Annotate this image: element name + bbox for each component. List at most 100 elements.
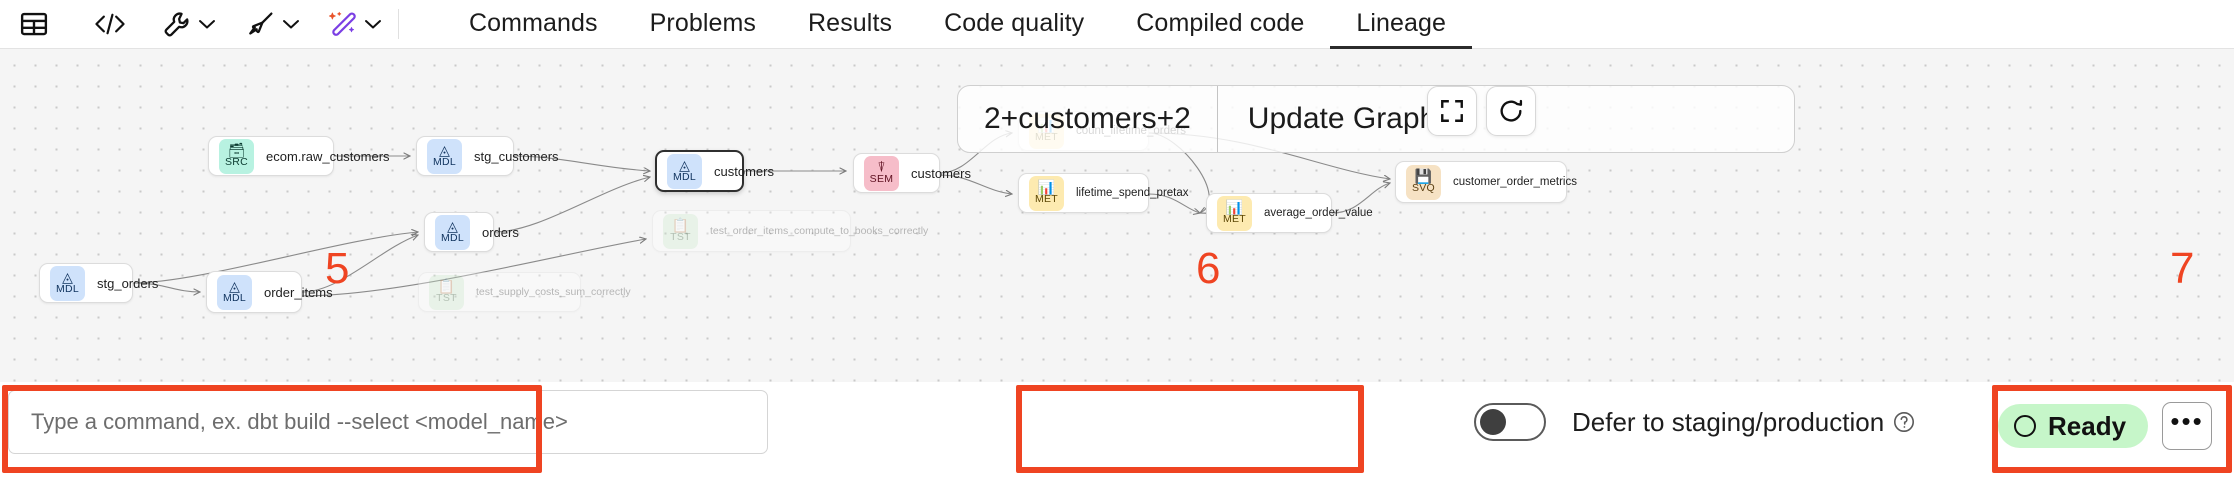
wrench-icon[interactable] bbox=[156, 4, 196, 44]
lineage-canvas[interactable]: 🗃 SRC ecom.raw_customers ◬ MDL stg_custo… bbox=[0, 49, 2234, 382]
chevron-down-icon[interactable] bbox=[362, 13, 384, 35]
share-nodes-icon: ⍒ bbox=[877, 159, 886, 175]
status-area: Ready ••• bbox=[1998, 402, 2213, 450]
node-type-tag: MDL bbox=[440, 232, 465, 244]
annotation-number-7: 7 bbox=[2170, 244, 2195, 293]
tab-code-quality[interactable]: Code quality bbox=[944, 8, 1085, 37]
toggle-knob bbox=[1480, 409, 1506, 435]
cube-icon: ◬ bbox=[62, 269, 73, 285]
code-icon[interactable] bbox=[90, 4, 130, 44]
node-label: lifetime_spend_pretax bbox=[1076, 187, 1189, 199]
node-type-tag: MDL bbox=[672, 171, 697, 183]
source-badge-icon: 🗃 SRC bbox=[219, 138, 254, 174]
node-label: ecom.raw_customers bbox=[266, 148, 390, 164]
metric-badge-icon: 📊 MET bbox=[1029, 175, 1064, 211]
save-icon: 💾 bbox=[1414, 168, 1433, 184]
bottom-command-bar: Defer to staging/production Ready ••• bbox=[0, 382, 2234, 478]
lineage-node[interactable]: 💾 SVQ customer_order_metrics bbox=[1395, 161, 1577, 203]
metric-badge-icon: 📊 MET bbox=[1217, 195, 1252, 231]
node-type-tag: MDL bbox=[432, 156, 457, 168]
ellipsis-icon: ••• bbox=[2170, 405, 2204, 436]
panel-divider bbox=[1216, 86, 1218, 152]
tab-results[interactable]: Results bbox=[808, 8, 893, 37]
node-label: customers bbox=[911, 165, 971, 181]
top-toolbar: Commands Problems Results Code quality C… bbox=[0, 0, 2234, 49]
lineage-node-selected[interactable]: ◬ MDL customers bbox=[655, 150, 774, 192]
defer-toggle[interactable] bbox=[1474, 403, 1546, 441]
lineage-node[interactable]: ◬ MDL orders bbox=[424, 212, 519, 252]
lineage-node[interactable]: 📊 MET lifetime_spend_pretax bbox=[1018, 173, 1189, 213]
lineage-node-test[interactable]: 📋 TST test_order_items_compute_to_books_… bbox=[652, 210, 928, 252]
model-badge-icon: ◬ MDL bbox=[50, 265, 85, 301]
annotation-number-5: 5 bbox=[325, 244, 350, 293]
test-badge-icon: 📋 TST bbox=[429, 274, 464, 310]
lineage-node-test[interactable]: 📋 TST test_supply_costs_sum_correctly bbox=[418, 272, 631, 312]
lineage-node[interactable]: 🗃 SRC ecom.raw_customers bbox=[208, 136, 390, 176]
lineage-node[interactable]: ◬ MDL stg_customers bbox=[416, 136, 559, 176]
format-menu[interactable] bbox=[240, 4, 302, 44]
lineage-node[interactable]: ⍒ SEM customers bbox=[853, 153, 971, 193]
node-type-tag: SEM bbox=[869, 173, 894, 185]
cube-icon: ◬ bbox=[447, 218, 458, 234]
cube-icon: ◬ bbox=[679, 157, 690, 173]
node-type-tag: SRC bbox=[224, 156, 249, 168]
cube-icon: ◬ bbox=[229, 278, 240, 294]
fullscreen-button[interactable] bbox=[1427, 86, 1477, 136]
wrench-menu[interactable] bbox=[156, 4, 218, 44]
tab-compiled-code[interactable]: Compiled code bbox=[1136, 8, 1305, 37]
refresh-button[interactable] bbox=[1486, 86, 1536, 136]
tab-lineage[interactable]: Lineage bbox=[1330, 0, 1473, 49]
bar-chart-icon: 📊 bbox=[1037, 179, 1056, 195]
node-type-tag: TST bbox=[436, 292, 457, 304]
graph-selector-panel[interactable]: 2+customers+2 Update Graph bbox=[957, 85, 1795, 153]
clipboard-check-icon: 📋 bbox=[671, 217, 690, 233]
database-icon: 🗃 bbox=[227, 142, 246, 158]
status-badge[interactable]: Ready bbox=[1998, 404, 2149, 448]
command-input[interactable] bbox=[8, 390, 768, 454]
tab-commands[interactable]: Commands bbox=[469, 8, 598, 37]
update-graph-button[interactable]: Update Graph bbox=[1247, 102, 1437, 135]
node-label: test_supply_costs_sum_correctly bbox=[476, 286, 631, 298]
node-label: test_order_items_compute_to_books_correc… bbox=[710, 225, 929, 237]
node-type-tag: MET bbox=[1222, 213, 1247, 225]
lineage-node[interactable]: ◬ MDL order_items bbox=[206, 271, 333, 313]
broom-icon[interactable] bbox=[240, 4, 280, 44]
chevron-down-icon[interactable] bbox=[196, 13, 218, 35]
annotation-number-6: 6 bbox=[1196, 244, 1221, 293]
node-label: order_items bbox=[264, 284, 333, 300]
model-badge-icon: ◬ MDL bbox=[427, 138, 462, 174]
table-icon[interactable] bbox=[14, 4, 54, 44]
more-options-button[interactable]: ••• bbox=[2162, 402, 2213, 450]
node-label: orders bbox=[482, 224, 519, 240]
tab-problems[interactable]: Problems bbox=[649, 8, 757, 37]
magic-wand-icon[interactable] bbox=[322, 4, 362, 44]
node-type-tag: TST bbox=[670, 231, 691, 243]
help-icon[interactable] bbox=[1892, 410, 1916, 434]
chevron-down-icon[interactable] bbox=[280, 13, 302, 35]
magic-wand-menu[interactable] bbox=[322, 4, 384, 44]
semantic-badge-icon: ⍒ SEM bbox=[864, 155, 899, 191]
node-label: customer_order_metrics bbox=[1453, 176, 1577, 188]
status-label: Ready bbox=[2048, 410, 2127, 441]
clipboard-check-icon: 📋 bbox=[437, 278, 456, 294]
defer-label: Defer to staging/production bbox=[1572, 406, 1885, 437]
lineage-node[interactable]: 📊 MET average_order_value bbox=[1206, 193, 1373, 233]
model-badge-icon: ◬ MDL bbox=[435, 214, 470, 250]
node-label: stg_orders bbox=[97, 275, 159, 291]
graph-expression-input[interactable]: 2+customers+2 bbox=[984, 102, 1191, 135]
node-type-tag: SVQ bbox=[1411, 182, 1436, 194]
toolbar-divider bbox=[398, 9, 399, 39]
lineage-node[interactable]: ◬ MDL stg_orders bbox=[39, 263, 158, 303]
status-indicator-icon bbox=[2014, 415, 2036, 437]
node-type-tag: MET bbox=[1034, 193, 1059, 205]
tab-bar: Commands Problems Results Code quality C… bbox=[443, 0, 1473, 49]
bar-chart-icon: 📊 bbox=[1225, 199, 1244, 215]
toolbar-icon-group bbox=[0, 0, 409, 49]
cube-icon: ◬ bbox=[439, 142, 450, 158]
node-type-tag: MDL bbox=[55, 283, 80, 295]
node-label: average_order_value bbox=[1264, 207, 1373, 219]
node-label: customers bbox=[714, 163, 774, 179]
node-label: stg_customers bbox=[474, 148, 559, 164]
saved-query-badge-icon: 💾 SVQ bbox=[1406, 164, 1441, 200]
